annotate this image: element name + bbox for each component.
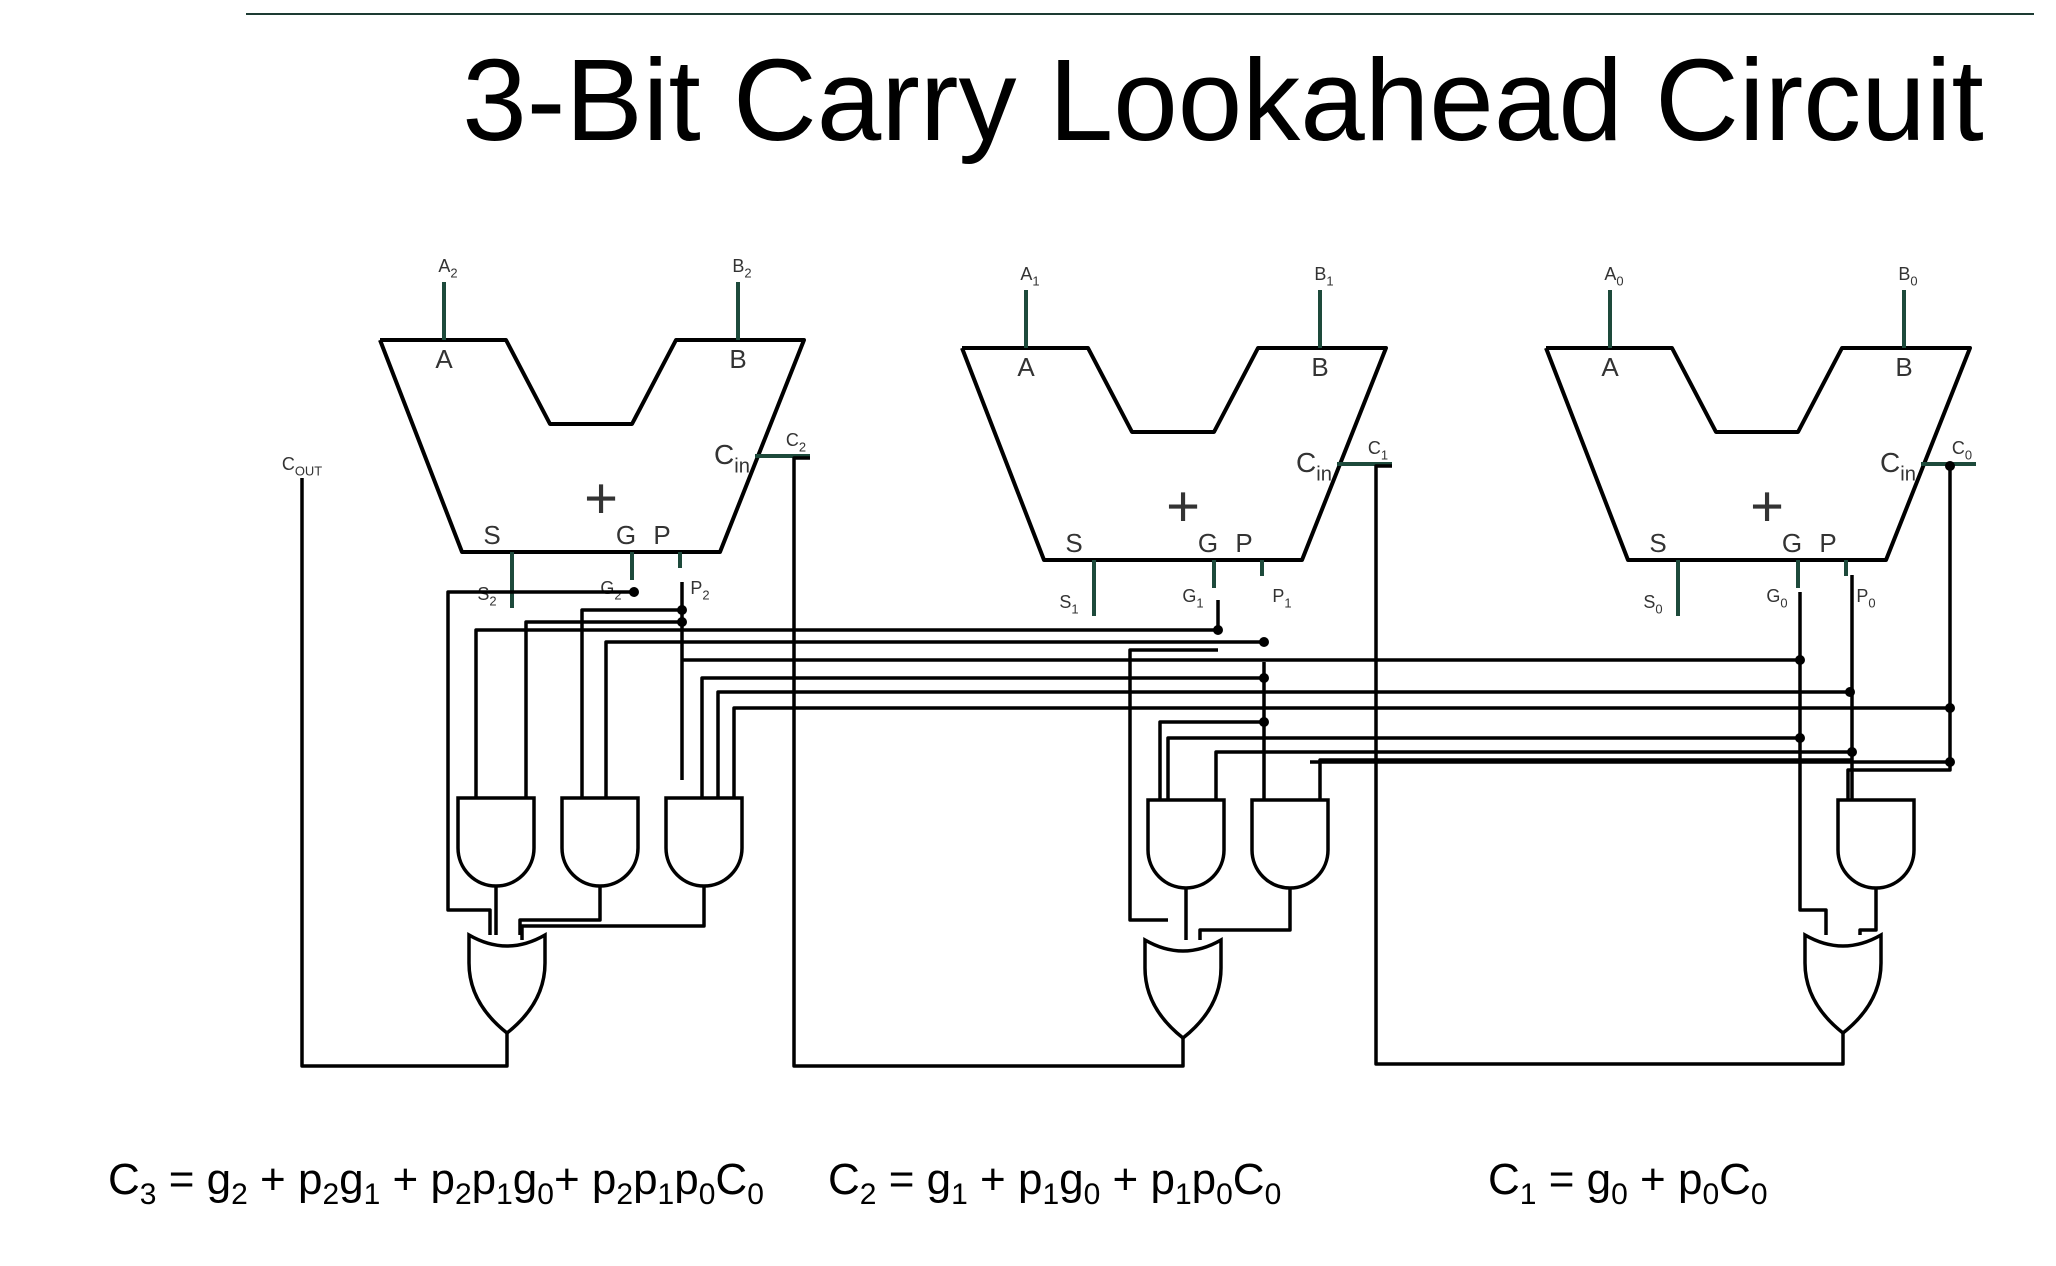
interconnect-wire <box>518 916 602 935</box>
interconnect-wire <box>1214 750 1850 800</box>
carry-in-label: C0 <box>1952 438 1972 462</box>
interconnect-wire <box>1846 466 1952 800</box>
or-gate <box>1143 936 1223 1041</box>
top-rule <box>246 13 2034 15</box>
interconnect-wire <box>300 478 509 1068</box>
junction-dot <box>677 617 687 627</box>
port-p-label: P <box>653 520 670 550</box>
adder-block <box>1544 346 1972 562</box>
interconnect-wire <box>604 640 1264 798</box>
input-a-label: A1 <box>1020 264 1039 288</box>
propagate-label: P0 <box>1856 586 1875 610</box>
port-a-label: A <box>435 344 453 374</box>
port-b-label: B <box>1895 352 1912 382</box>
interconnect-wire <box>1374 464 1845 1066</box>
interconnect-wire <box>474 628 1218 798</box>
input-b-label: B0 <box>1898 264 1917 288</box>
propagate-label: P1 <box>1272 586 1291 610</box>
generate-label: G0 <box>1766 586 1787 610</box>
interconnect-wire <box>1166 736 1800 800</box>
junction-dot <box>1213 625 1223 635</box>
interconnect-wire <box>1858 918 1878 935</box>
port-p-label: P <box>1819 528 1836 558</box>
port-b-label: B <box>729 344 746 374</box>
port-cin-label: Cin <box>714 439 750 477</box>
interconnect-wire <box>524 620 682 798</box>
junction-dot <box>1847 747 1857 757</box>
junction-dot <box>1259 637 1269 647</box>
sum-label: S0 <box>1643 592 1662 616</box>
interconnect-wire <box>580 608 682 798</box>
equation-c1: C1 = g0 + p0C0 <box>1488 1155 1768 1211</box>
generate-label: G1 <box>1182 586 1203 610</box>
carry-in-label: C1 <box>1368 438 1388 462</box>
port-a-label: A <box>1601 352 1619 382</box>
sum-label: S2 <box>477 584 496 608</box>
equation-c3: C3 = g2 + p2g1 + p2p1g0+ p2p1p0C0 <box>108 1155 764 1211</box>
port-s-label: S <box>1065 528 1082 558</box>
junction-dot <box>1259 673 1269 683</box>
interconnect-wire <box>700 676 1264 798</box>
port-b-label: B <box>1311 352 1328 382</box>
interconnect-wire <box>792 456 1185 1068</box>
and-gate <box>456 796 536 888</box>
junction-dot <box>629 587 639 597</box>
adder-symbol: + <box>1166 474 1200 539</box>
junction-dot <box>1845 687 1855 697</box>
interconnect-wire <box>732 706 1950 798</box>
junction-dot <box>1795 733 1805 743</box>
port-s-label: S <box>1649 528 1666 558</box>
interconnect-wire <box>520 916 706 940</box>
interconnect-wire <box>446 590 634 935</box>
or-gate <box>1803 931 1883 1036</box>
or-gate <box>467 931 547 1036</box>
and-gate <box>1250 798 1330 890</box>
input-b-label: B1 <box>1314 264 1333 288</box>
port-s-label: S <box>483 520 500 550</box>
adder-block <box>960 346 1388 562</box>
interconnect-wire <box>1128 648 1218 922</box>
port-a-label: A <box>1017 352 1035 382</box>
and-gate <box>1146 798 1226 890</box>
sum-label: S1 <box>1059 592 1078 616</box>
interconnect-wire <box>1158 720 1264 800</box>
port-cin-label: Cin <box>1296 447 1332 485</box>
generate-label: G2 <box>600 578 621 602</box>
junction-dot <box>1259 717 1269 727</box>
carry-out-label: COUT <box>282 454 322 478</box>
adder-symbol: + <box>1750 474 1784 539</box>
interconnect-wire <box>1798 592 1828 935</box>
and-gate <box>664 796 744 888</box>
input-b-label: B2 <box>732 256 751 280</box>
and-gate <box>1836 798 1916 890</box>
interconnect-wire <box>1198 918 1292 940</box>
port-g-label: G <box>1198 528 1218 558</box>
junction-dot <box>1945 461 1955 471</box>
junction-dot <box>1945 703 1955 713</box>
carry-in-label: C2 <box>786 430 806 454</box>
propagate-label: P2 <box>690 578 709 602</box>
port-g-label: G <box>616 520 636 550</box>
adder-symbol: + <box>584 466 618 531</box>
port-g-label: G <box>1782 528 1802 558</box>
interconnect-wire <box>1318 758 1852 800</box>
junction-dot <box>677 605 687 615</box>
junction-dot <box>1795 655 1805 665</box>
input-a-label: A2 <box>438 256 457 280</box>
port-cin-label: Cin <box>1880 447 1916 485</box>
adder-block <box>378 338 806 554</box>
and-gate <box>560 796 640 888</box>
junction-dot <box>1945 757 1955 767</box>
slide-title: 3-Bit Carry Lookahead Circuit <box>462 35 1984 165</box>
input-a-label: A0 <box>1604 264 1623 288</box>
equation-c2: C2 = g1 + p1g0 + p1p0C0 <box>828 1155 1282 1211</box>
interconnect-wire <box>716 690 1850 798</box>
port-p-label: P <box>1235 528 1252 558</box>
